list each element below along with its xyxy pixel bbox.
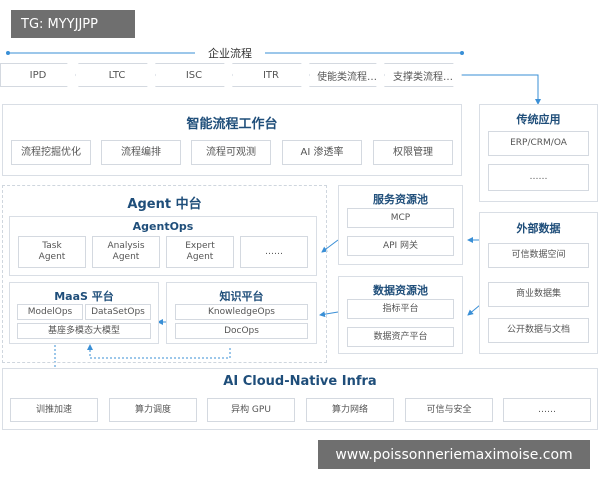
external-data-title: 外部数据 [516,222,561,235]
infra-training-acceleration[interactable]: 训推加速 [10,398,98,422]
data-pool-assets[interactable]: 数据资产平台 [347,327,454,347]
maas-datasetops[interactable]: DataSetOps [85,304,151,320]
infra-panel [2,368,598,430]
external-data-public[interactable]: 公开数据与文档 [488,318,589,343]
process-step-isc[interactable]: ISC [155,63,233,87]
process-step-ipd[interactable]: IPD [0,63,76,87]
agent-platform-container [2,185,327,363]
agentops-task-agent[interactable]: Task Agent [18,236,86,268]
infra-heterogeneous-gpu[interactable]: 异构 GPU [207,398,295,422]
arrow-service-to-agentops [321,239,339,253]
arrow-to-traditional-apps [462,74,541,105]
agent-platform-title: Agent 中台 [127,197,202,212]
infra-compute-scheduling[interactable]: 算力调度 [109,398,197,422]
service-pool-api-gateway[interactable]: API 网关 [347,236,454,256]
arrow-data-to-knowledge [319,311,339,318]
maas-foundation-model[interactable]: 基座多模态大模型 [17,323,151,339]
process-step-support[interactable]: 支撑类流程… [384,63,462,87]
agentops-title: AgentOps [132,220,194,233]
infra-more[interactable]: …… [503,398,591,422]
process-line-start-dot [6,51,10,55]
workbench-item-orchestration[interactable]: 流程编排 [101,140,181,165]
arrow-external-to-data [467,304,481,316]
workbench-item-ai-penetration[interactable]: AI 渗透率 [282,140,362,165]
knowledge-docops[interactable]: DocOps [175,323,308,339]
service-pool-mcp[interactable]: MCP [347,208,454,228]
traditional-apps-erp[interactable]: ERP/CRM/OA [488,131,589,156]
data-pool-metrics[interactable]: 指标平台 [347,299,454,319]
external-data-commercial[interactable]: 商业数据集 [488,282,589,307]
process-line-end-dot [460,51,464,55]
process-step-ltc[interactable]: LTC [78,63,156,87]
agentops-expert-agent[interactable]: Expert Agent [166,236,234,268]
data-pool-title: 数据资源池 [373,284,428,297]
workbench-item-mining[interactable]: 流程挖掘优化 [11,140,91,165]
workbench-item-permission[interactable]: 权限管理 [373,140,453,165]
process-step-itr[interactable]: ITR [232,63,310,87]
maas-modelops[interactable]: ModelOps [17,304,83,320]
tag-label: TG: MYYJJPP [11,10,135,38]
enterprise-process-title: 企业流程 [195,45,265,61]
maas-title: MaaS 平台 [54,290,114,303]
traditional-apps-title: 传统应用 [516,113,561,126]
service-pool-title: 服务资源池 [373,193,428,206]
agentops-more[interactable]: …… [240,236,308,268]
infra-trust-security[interactable]: 可信与安全 [405,398,493,422]
watermark: www.poissonneriemaximoise.com [318,440,590,469]
infra-title: AI Cloud-Native Infra [223,374,377,389]
workbench-title: 智能流程工作台 [186,117,278,132]
agentops-analysis-agent[interactable]: Analysis Agent [92,236,160,268]
knowledge-title: 知识平台 [219,290,264,303]
process-step-enabling[interactable]: 使能类流程… [309,63,385,87]
traditional-apps-more[interactable]: …… [488,164,589,191]
external-data-trusted-space[interactable]: 可信数据空间 [488,243,589,268]
knowledge-knowledgeops[interactable]: KnowledgeOps [175,304,308,320]
workbench-item-observability[interactable]: 流程可观测 [191,140,271,165]
arrow-bottom-to-maas [87,344,231,359]
infra-compute-network[interactable]: 算力网络 [306,398,394,422]
